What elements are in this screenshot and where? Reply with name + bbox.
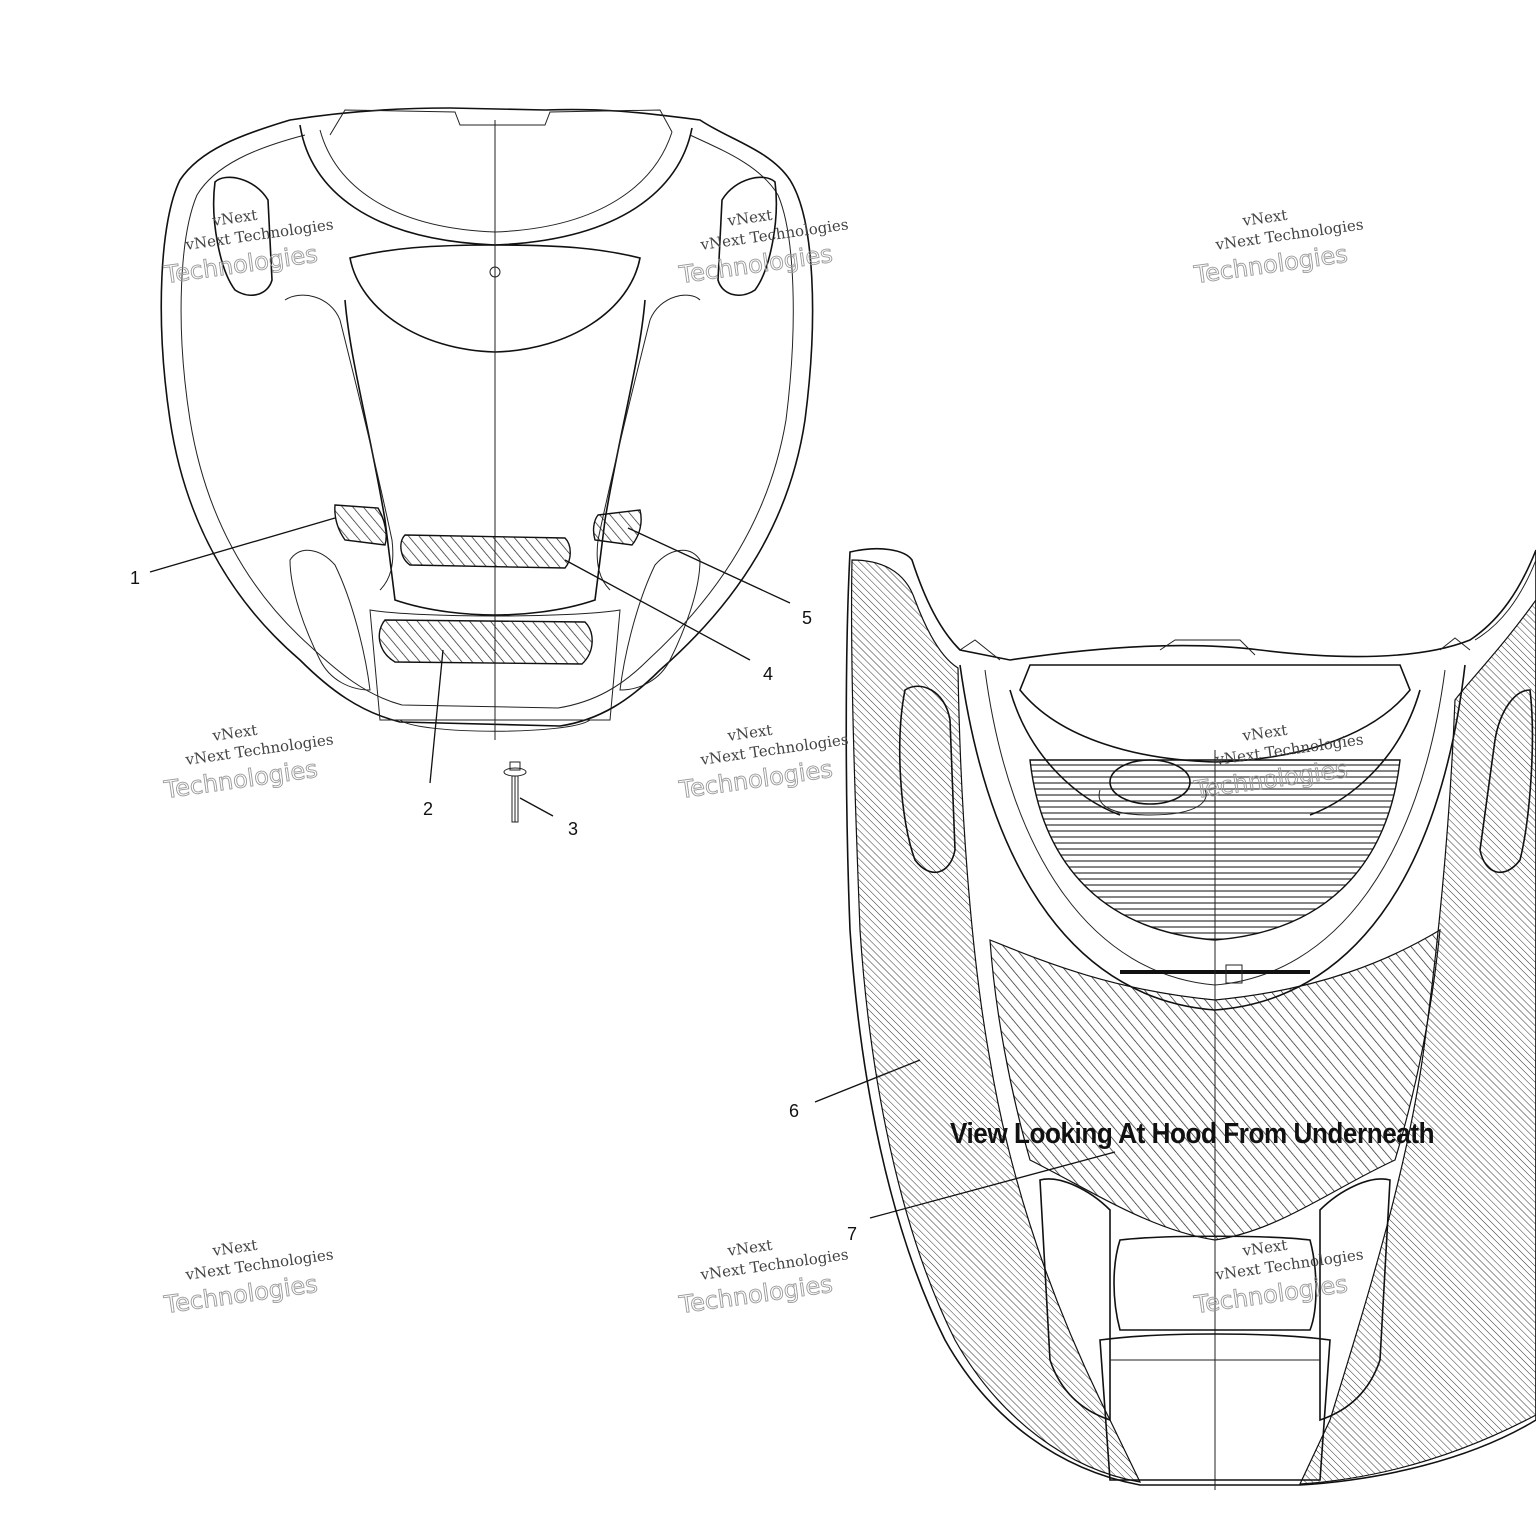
callout-2: 2 — [423, 799, 433, 819]
watermark: vNext vNext Technologies Technologies — [676, 1236, 849, 1320]
callout-numbers: 1 2 3 4 5 6 7 — [130, 568, 857, 1244]
callout-4: 4 — [763, 664, 773, 684]
callout-1: 1 — [130, 568, 140, 588]
diagram-caption: View Looking At Hood From Underneath — [950, 1118, 1435, 1150]
hood-underneath-view — [845, 547, 1536, 1490]
callout-3: 3 — [568, 819, 578, 839]
decal-2 — [378, 619, 593, 665]
watermark: vNext vNext Technologies Technologies — [676, 206, 849, 290]
watermark: vNext vNext Technologies Technologies — [1191, 206, 1364, 290]
watermark: vNext vNext Technologies Technologies — [161, 206, 334, 290]
rivet-part — [503, 761, 527, 823]
decal-4 — [400, 534, 571, 569]
callout-6: 6 — [789, 1101, 799, 1121]
decal-5 — [592, 509, 642, 546]
watermark: vNext vNext Technologies Technologies — [161, 721, 334, 805]
hood-top-view — [160, 107, 814, 740]
callout-7: 7 — [847, 1224, 857, 1244]
watermark: vNext vNext Technologies Technologies — [676, 721, 849, 805]
watermark: vNext vNext Technologies Technologies — [161, 1236, 334, 1320]
leader-lines — [149, 517, 1116, 1219]
callout-5: 5 — [802, 608, 812, 628]
underside-panel-6 — [850, 559, 1142, 1483]
decal-1 — [334, 504, 387, 546]
